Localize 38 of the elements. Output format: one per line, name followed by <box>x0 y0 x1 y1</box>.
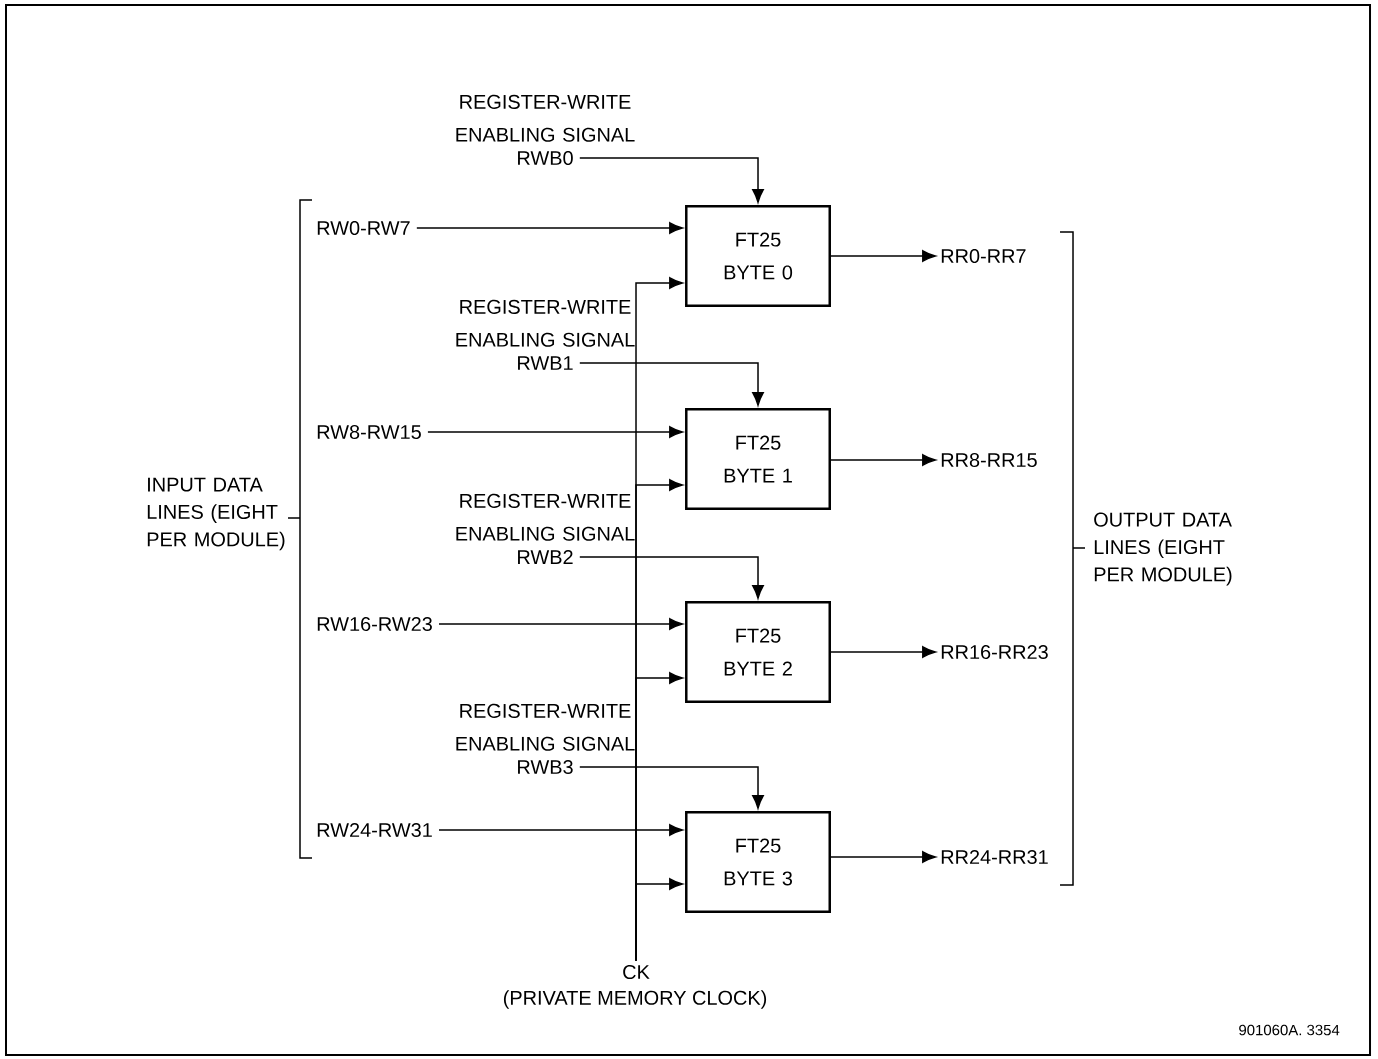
arrow <box>427 426 683 438</box>
signal-name: RR24-RR31 <box>941 849 1048 865</box>
signal-name: RW24-RW31 <box>317 822 432 838</box>
signal-label: REGISTER-WRITE ENABLING SIGNAL <box>456 703 635 751</box>
signal-name: RWB3 <box>518 759 573 775</box>
arrow <box>830 851 936 863</box>
arrow <box>830 646 936 658</box>
signal-name: RR0-RR7 <box>941 248 1026 264</box>
signal-name: RR8-RR15 <box>941 452 1037 468</box>
signal-name: RWB0 <box>518 150 573 166</box>
arrow <box>438 618 683 630</box>
bracket-label: INPUT DATA LINES (EIGHT PER MODULE) <box>147 477 285 551</box>
arrow <box>416 222 683 234</box>
arrow <box>579 556 764 599</box>
register-box: FT25 BYTE 3 <box>685 810 831 914</box>
signal-label: (PRIVATE MEMORY CLOCK) <box>503 990 767 1009</box>
arrow <box>579 766 764 809</box>
signal-name: RW0-RW7 <box>317 220 410 236</box>
signal-name: RWB1 <box>518 356 573 370</box>
signal-name: RR16-RR23 <box>941 644 1048 660</box>
arrow <box>579 157 764 203</box>
signal-label: REGISTER-WRITE ENABLING SIGNAL <box>456 493 635 541</box>
arrow <box>830 454 936 466</box>
arrow <box>438 824 683 836</box>
arrow <box>579 362 764 406</box>
signal-name: RW8-RW15 <box>317 424 421 440</box>
bracket-label: OUTPUT DATA LINES (EIGHT PER MODULE) <box>1094 512 1232 586</box>
arrow <box>635 878 683 962</box>
register-box: FT25 BYTE 2 <box>685 600 831 704</box>
register-box: FT25 BYTE 0 <box>685 204 831 308</box>
signal-name: RWB2 <box>518 550 573 564</box>
register-box: FT25 BYTE 1 <box>685 407 831 511</box>
signal-label: REGISTER-WRITE ENABLING SIGNAL <box>456 94 635 142</box>
signal-name: RW16-RW23 <box>317 616 432 632</box>
figure-number: 901060A. 3354 <box>1239 1024 1340 1036</box>
signal-name: CK <box>623 964 650 980</box>
signal-label: REGISTER-WRITE ENABLING SIGNAL <box>456 299 635 347</box>
arrow <box>830 250 936 262</box>
